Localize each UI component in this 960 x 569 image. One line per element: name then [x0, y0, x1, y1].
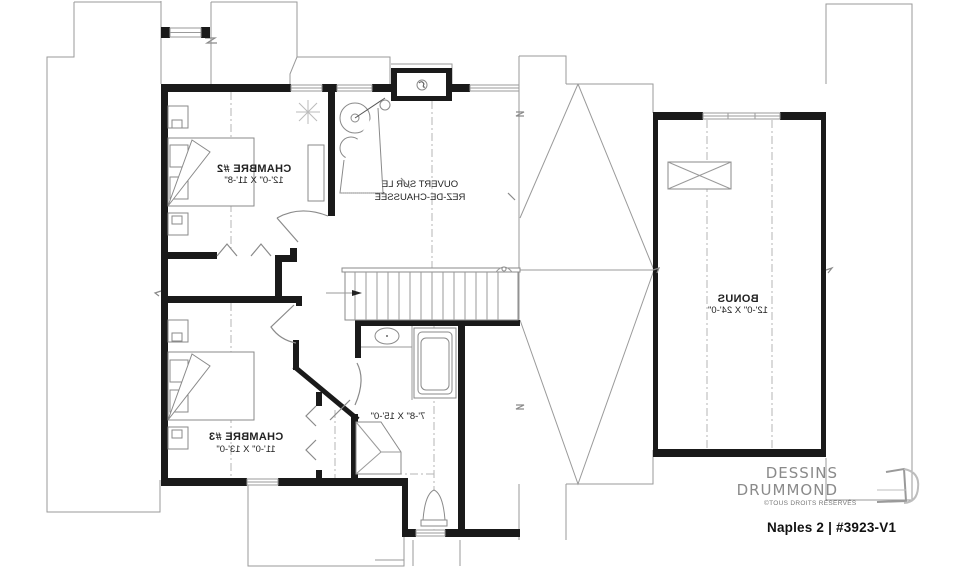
svg-text:CHAMBRE #2: CHAMBRE #2 — [217, 163, 292, 175]
brand-name-line1: DESSINS — [765, 464, 838, 482]
open-to-below-note: OUVERT SUR LE REZ-DE-CHAUSSÉE — [375, 177, 516, 203]
brand-block: DESSINS DRUMMOND ©TOUS DROITS RÉSERVÉS — [737, 464, 930, 524]
laundry-fixtures — [339, 97, 391, 194]
brand-name-line2: DRUMMOND — [736, 481, 838, 499]
bedroom3-furniture — [167, 304, 351, 478]
room-chambre3: CHAMBRE #3 11'-0" X 13'-0" — [209, 431, 284, 455]
svg-text:BONUS: BONUS — [717, 293, 758, 305]
stairs — [326, 266, 521, 321]
roof-outlines — [46, 1, 913, 567]
drummond-logo-icon — [876, 467, 920, 504]
bedroom2-furniture — [167, 100, 329, 257]
svg-text:REZ-DE-CHAUSSÉE: REZ-DE-CHAUSSÉE — [375, 192, 466, 203]
chimney — [416, 79, 428, 91]
windows — [169, 27, 781, 537]
svg-text:7'-8" X 15'-0": 7'-8" X 15'-0" — [371, 411, 426, 422]
brand-copyright: ©TOUS DROITS RÉSERVÉS — [764, 500, 857, 507]
svg-text:12'-0" X 24'-0": 12'-0" X 24'-0" — [708, 305, 768, 316]
bathroom-fixtures — [354, 326, 457, 527]
room-chambre2: CHAMBRE #2 12'-0" X 11'-8" — [217, 163, 292, 186]
room-bathroom: 7'-8" X 15'-0" — [371, 411, 426, 422]
walls — [161, 27, 826, 537]
svg-text:12'-0" X 11'-8": 12'-0" X 11'-8" — [224, 175, 283, 186]
room-bonus: BONUS 12'-0" X 24'-0" — [708, 293, 768, 316]
bonus-room-details — [153, 161, 834, 297]
svg-text:OUVERT SUR LE: OUVERT SUR LE — [382, 179, 458, 190]
plan-caption: Naples 2 | #3923-V1 — [767, 520, 897, 535]
room-labels: CHAMBRE #2 12'-0" X 11'-8" CHAMBRE #3 11… — [209, 163, 768, 455]
svg-text:CHAMBRE #3: CHAMBRE #3 — [209, 431, 284, 443]
svg-text:11'-0" X 13'-0": 11'-0" X 13'-0" — [216, 444, 275, 455]
